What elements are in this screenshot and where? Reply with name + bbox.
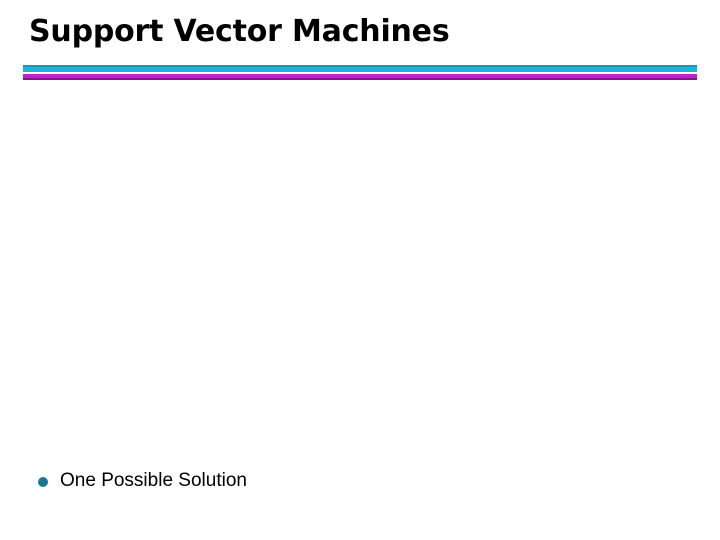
list-item: One Possible Solution [30, 468, 680, 494]
divider-cyan-bar [23, 67, 697, 72]
bullet-list: One Possible Solution [30, 468, 680, 494]
list-item-label: One Possible Solution [60, 470, 247, 491]
divider-gap [23, 72, 697, 74]
divider-cyan-edge [23, 65, 697, 67]
page-title: Support Vector Machines [29, 14, 450, 49]
divider-purple-edge [23, 78, 697, 80]
title-divider [23, 65, 697, 80]
divider-magenta-bar [23, 74, 697, 78]
disc-bullet-icon [38, 477, 48, 487]
